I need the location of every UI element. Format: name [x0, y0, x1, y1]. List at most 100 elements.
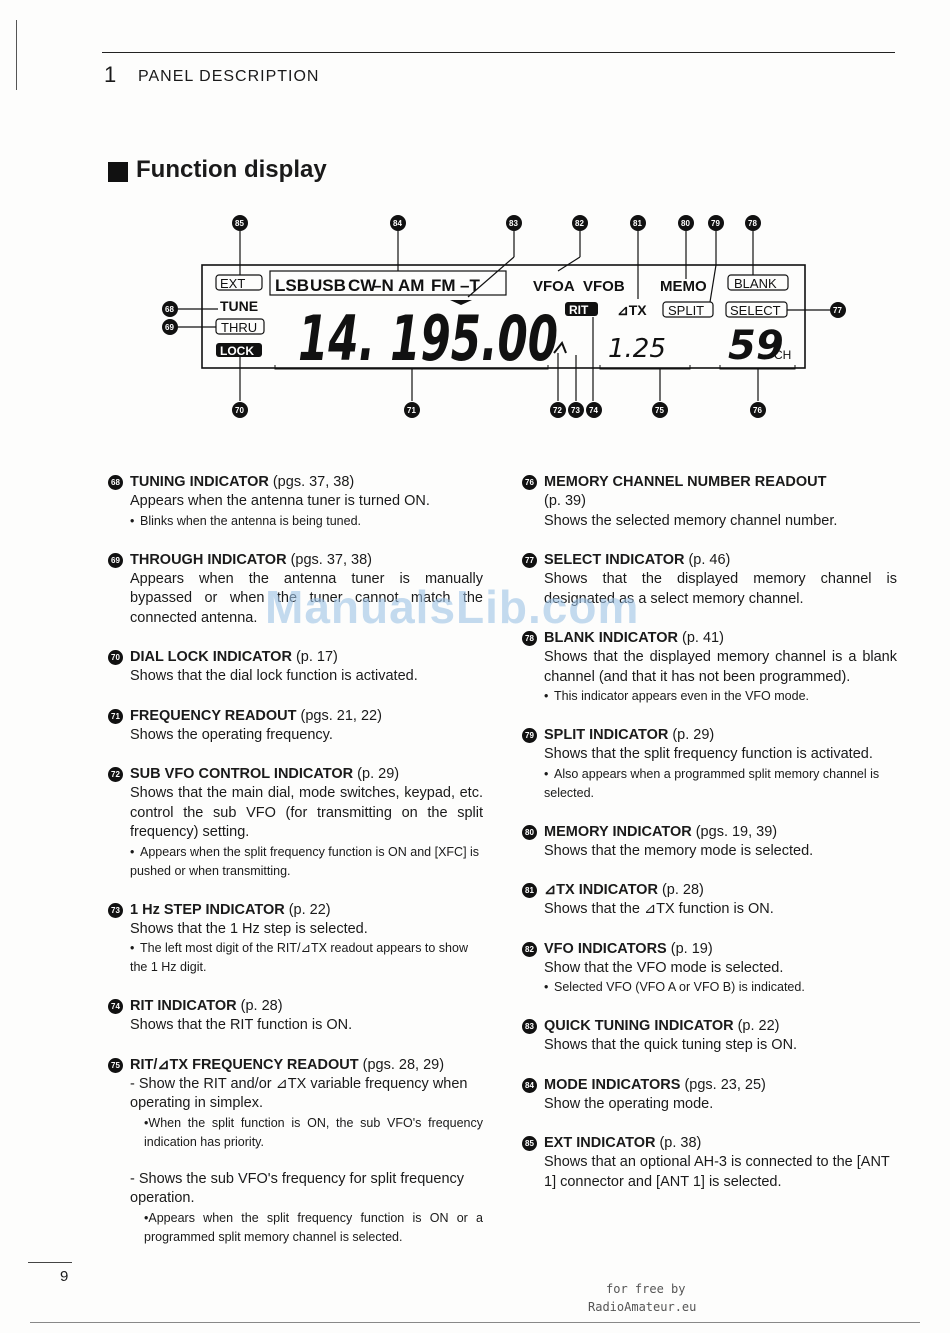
entry-body: Shows that the memory mode is selected.	[544, 842, 814, 859]
svg-text:74: 74	[589, 406, 598, 415]
callout-markers: 85 84 83 82 81 80 79 78 68 69 77 70 71 7…	[162, 215, 846, 418]
entry-body: Shows that the main dial, mode switches,…	[130, 785, 483, 840]
margin-mark	[16, 20, 19, 90]
svg-text:80: 80	[681, 219, 690, 228]
svg-text:83: 83	[509, 219, 518, 228]
blank-label: BLANK	[734, 276, 777, 291]
svg-text:71: 71	[407, 406, 416, 415]
entry-body: Shows that the dial lock function is act…	[130, 668, 418, 684]
svg-text:81: 81	[633, 219, 642, 228]
entry-body: Shows that the displayed memory channel …	[544, 571, 897, 607]
rit-box	[565, 302, 598, 316]
entry-pages: (pgs. 28, 29)	[358, 1056, 445, 1073]
watermark: ManualsLib.com	[265, 581, 640, 633]
entry-note: This indicator appears even in the VFO m…	[554, 689, 809, 703]
rit-label: RIT	[569, 303, 589, 317]
entry-body: Shows the operating frequency.	[130, 726, 333, 743]
quick-tuning-mark	[450, 300, 472, 305]
entry-body: Appears when the antenna tuner is manual…	[130, 570, 483, 626]
entry-81: 81⊿TX INDICATOR (p. 28) Shows that the ⊿…	[522, 880, 897, 920]
callout-badge: 80	[522, 824, 537, 840]
entry-note: Blinks when the antenna is being tuned.	[140, 513, 361, 528]
blank-box	[727, 274, 789, 291]
function-display-diagram: EXT LSB USB CW –N AM FM –T VFOA VFOB MEM…	[162, 215, 846, 418]
entry-body: Appears when the antenna tuner is turned…	[130, 493, 430, 509]
callout-badge: 85	[522, 1136, 537, 1151]
footer-short-rule	[28, 1262, 72, 1263]
entry-72: 72 SUB VFO CONTROL INDICATOR (p. 29) Show…	[108, 764, 483, 881]
entry-title: MODE INDICATORS	[544, 1076, 681, 1093]
entry-body: Shows that the 1 Hz step is selected.	[130, 920, 368, 937]
callout-badge: 71	[108, 708, 123, 724]
dtx-label: ⊿TX	[617, 302, 647, 318]
entry-title: SUB VFO CONTROL INDICATOR	[130, 766, 354, 782]
lock-box	[216, 343, 262, 357]
svg-text:72: 72	[553, 406, 562, 415]
entry-body: Show that the VFO mode is selected.	[544, 959, 784, 976]
entry-body: Shows the selected memory channel number…	[544, 512, 838, 529]
svg-text:75: 75	[655, 406, 664, 415]
mode-n: –N	[372, 276, 394, 295]
mode-fm: FM	[431, 276, 456, 295]
entry-pages: (p. 38)	[655, 1135, 702, 1151]
entry-pages: (p. 28)	[657, 882, 704, 898]
entry-pages: (p. 29)	[353, 766, 400, 782]
entry-pages: (p. 29)	[668, 727, 715, 743]
svg-text:85: 85	[235, 219, 244, 228]
entry-note-2: Appears when the split frequency functio…	[144, 1210, 483, 1244]
svg-text:77: 77	[833, 306, 842, 315]
svg-text:73: 73	[571, 406, 580, 415]
entry-title: EXT INDICATOR	[544, 1135, 656, 1151]
entry-pages: (p. 22)	[284, 901, 331, 918]
svg-text:84: 84	[393, 219, 402, 228]
vfob-label: VFOB	[583, 278, 625, 295]
vfoa-label: VFOA	[533, 278, 575, 295]
callout-badge: 72	[108, 767, 123, 782]
entry-note: Selected VFO (VFO A or VFO B) is indicat…	[554, 980, 805, 994]
section-title: Function display	[136, 156, 327, 183]
entry-title: RIT INDICATOR	[130, 998, 237, 1014]
mode-am: AM	[398, 276, 424, 295]
select-label: SELECT	[730, 303, 781, 318]
entry-pages: (pgs. 37, 38)	[268, 474, 355, 490]
footer-rule	[30, 1322, 920, 1323]
callout-badge: 75	[108, 1057, 123, 1073]
entry-body: Shows that the split frequency function …	[544, 746, 873, 762]
callout-badge: 69	[108, 552, 123, 568]
entry-title: DIAL LOCK INDICATOR	[130, 649, 292, 665]
callout-badge: 83	[522, 1019, 537, 1034]
entry-note-1: When the split function is ON, the sub V…	[144, 1115, 483, 1149]
split-label: SPLIT	[668, 303, 704, 318]
callout-badge: 81	[522, 883, 537, 898]
svg-text:76: 76	[753, 406, 762, 415]
mode-usb: USB	[310, 276, 346, 295]
ch-label: CH	[774, 348, 791, 362]
channel-number: 59	[728, 323, 784, 369]
chapter-number: 1	[104, 62, 117, 87]
callout-badge: 73	[108, 902, 123, 918]
entry-title: MEMORY CHANNEL NUMBER READOUT	[544, 474, 827, 490]
mode-cw: CW	[348, 276, 377, 295]
footer-site-link[interactable]: RadioAmateur.eu	[588, 1300, 697, 1314]
entry-body: Shows that the quick tuning step is ON.	[544, 1037, 798, 1053]
entry-body: Shows that the displayed memory channel …	[544, 649, 897, 685]
lcd-frame	[201, 264, 806, 369]
entry-pages: (p. 22)	[733, 1018, 780, 1034]
entry-pages: (pgs. 19, 39)	[691, 823, 778, 840]
entry-body: Shows that an optional AH-3 is connected…	[544, 1154, 890, 1190]
svg-text:68: 68	[165, 305, 174, 314]
entry-body: Shows that the ⊿TX function is ON.	[544, 901, 774, 917]
